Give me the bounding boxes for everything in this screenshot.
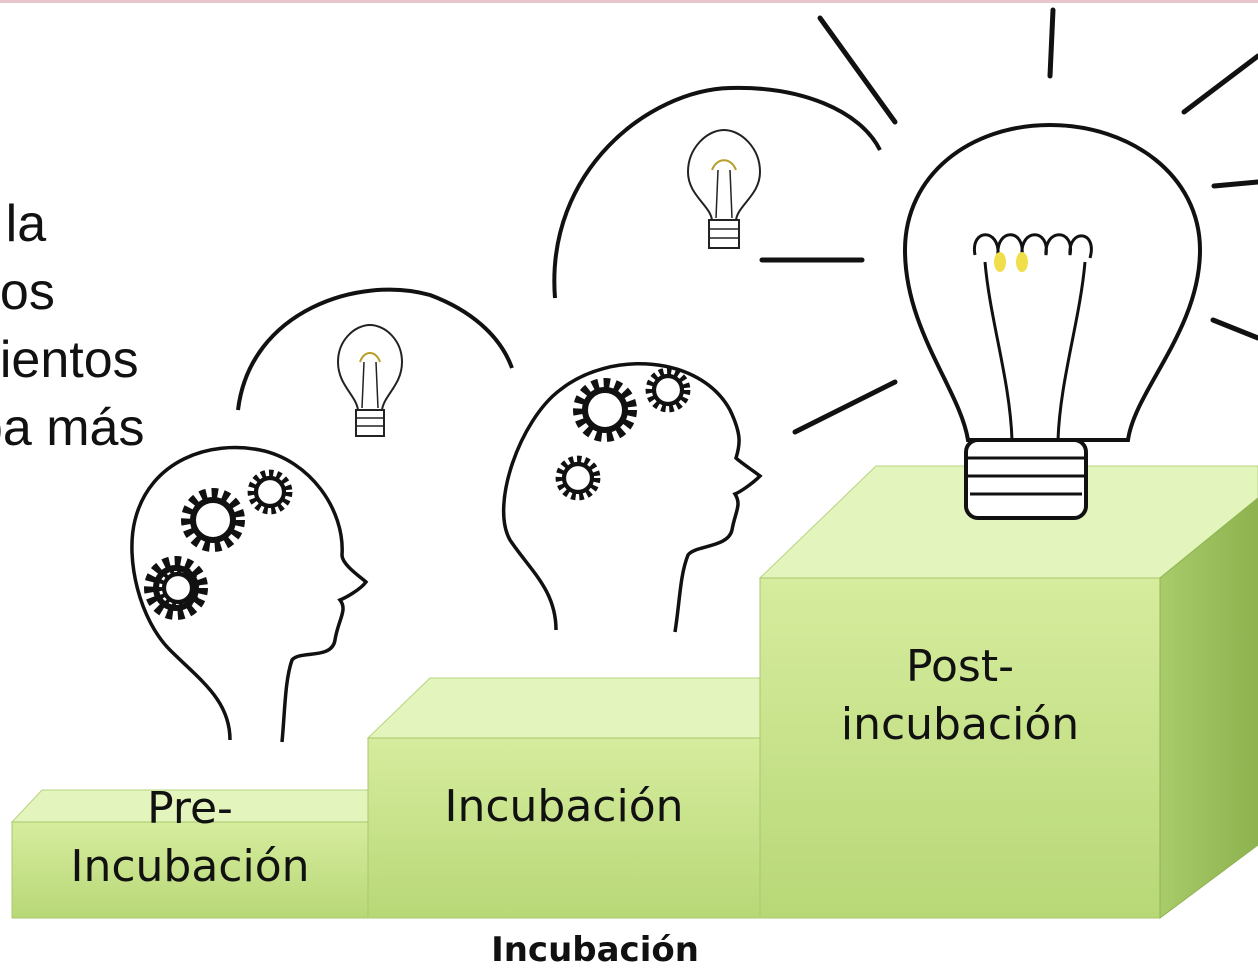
top-rule — [0, 0, 1258, 3]
stage-label-line: incubación — [840, 699, 1080, 750]
lightbulb-icon — [336, 323, 404, 437]
stage-label-line: Incubación — [444, 781, 684, 832]
step-pre-incubacion — [10, 789, 393, 919]
stage-label-post-incubacion: Post- incubación — [760, 638, 1160, 754]
background-text-line: imientos — [0, 331, 139, 389]
stage-label-line: Incubación — [70, 841, 310, 892]
background-text-line: er la — [0, 195, 47, 253]
lightbulb-icon — [902, 122, 1203, 520]
lightbulb-icon — [686, 128, 762, 249]
head-gears-icon — [130, 445, 369, 743]
background-text-line: apa más — [0, 399, 145, 457]
background-text-line: e los — [0, 263, 55, 321]
step-post-incubacion — [758, 465, 1258, 919]
stage-label-line: Post- — [906, 641, 1014, 692]
stage-label-incubacion: Incubación — [368, 778, 760, 836]
stage-label-line: Pre- — [147, 783, 233, 834]
arc-2 — [552, 85, 882, 299]
arc-1 — [236, 287, 514, 411]
step-incubacion — [366, 677, 824, 919]
diagram-caption: Incubación — [491, 930, 699, 970]
background-text: er la e los imientos apa más a — [0, 190, 144, 530]
head-gears-icon — [501, 362, 763, 633]
stage-label-pre-incubacion: Pre- Incubación — [12, 780, 368, 896]
light-rays — [759, 7, 1258, 435]
